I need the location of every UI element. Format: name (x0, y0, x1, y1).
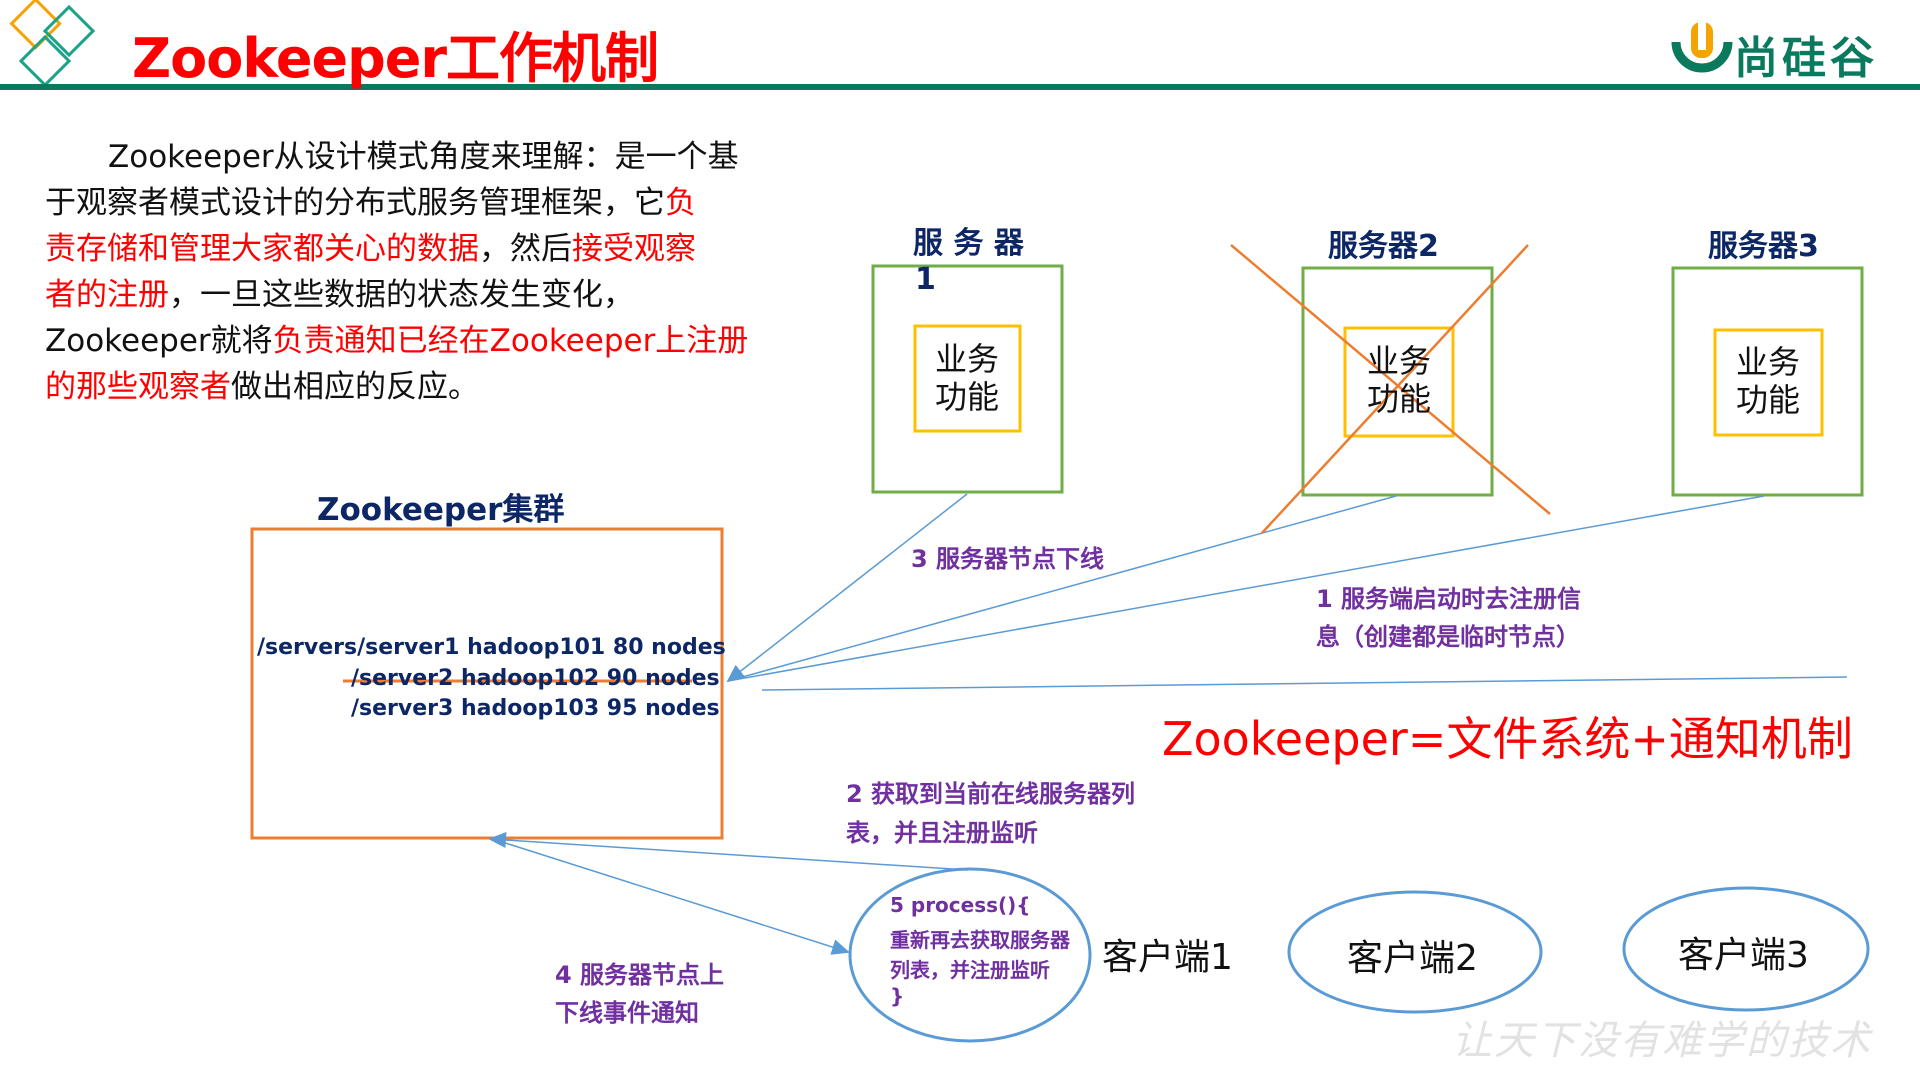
intro-text: ，然后 (479, 231, 572, 267)
intro-line-5: Zookeeper就将负责通知已经在Zookeeper上注册 (45, 315, 748, 360)
server1-function-box (913, 324, 1022, 433)
server3-function-box (1713, 328, 1824, 437)
intro-text: 做出相应的反应。 (231, 369, 479, 405)
function-text: 业务 (1366, 342, 1431, 380)
intro-highlight: 者的注册 (45, 277, 169, 313)
brand-logo-icon (1671, 22, 1733, 73)
intro-text: Zookeeper从设计模式角度来理解：是一个基 (108, 139, 739, 175)
intro-line-2: 于观察者模式设计的分布式服务管理框架，它负 (45, 177, 696, 222)
intro-highlight: 责存储和管理大家都关心的数据 (45, 231, 479, 267)
intro-highlight: 的那些观察者 (45, 369, 231, 405)
client3-ellipse (1622, 886, 1870, 1012)
step-2-label-line2: 表，并且注册监听 (846, 819, 1038, 847)
server3-label: 服务器3 (1708, 229, 1819, 264)
intro-text: ，一旦这些数据的状态发生变化， (169, 277, 634, 313)
watermark: 让天下没有难学的技术 (1452, 1018, 1872, 1064)
function-text: 业务 (934, 340, 999, 378)
step-1-label-line1: 1 服务端启动时去注册信 (1316, 585, 1582, 613)
step-3-label: 3 服务器节点下线 (911, 545, 1105, 573)
server1-function: 业务功能 (912, 340, 1022, 416)
step-4-label-line1: 4 服务器节点上 (555, 961, 725, 989)
server1-box (871, 264, 1064, 494)
server2-function: 业务功能 (1344, 342, 1454, 418)
step-5-line2: 重新再去获取服务器 (890, 928, 1070, 952)
intro-highlight: 接受观察 (572, 231, 696, 267)
function-text: 功能 (934, 378, 999, 416)
intro-highlight: 负责通知已经在Zookeeper上注册 (272, 323, 749, 359)
intro-line-3: 责存储和管理大家都关心的数据，然后接受观察 (45, 223, 696, 268)
intro-line-4: 者的注册，一旦这些数据的状态发生变化， (45, 269, 634, 314)
intro-line-6: 的那些观察者做出相应的反应。 (45, 361, 479, 406)
intro-text: Zookeeper就将 (45, 323, 273, 359)
intro-highlight: 负 (665, 185, 696, 221)
cluster-node: /servers/server1 hadoop101 80 nodes (257, 635, 726, 660)
cluster-node-removed: /server2 hadoop102 90 nodes (351, 666, 720, 691)
client1-ellipse (848, 867, 1092, 1043)
server2-label: 服务器2 (1328, 229, 1439, 264)
server2-box (1301, 266, 1494, 497)
server1-label-number: 1 (915, 262, 936, 297)
function-text: 业务 (1735, 343, 1800, 381)
client1-label: 客户端1 (1102, 937, 1233, 978)
intro-text: 于观察者模式设计的分布式服务管理框架，它 (45, 185, 665, 221)
server3-function: 业务功能 (1713, 343, 1823, 419)
header-rule (0, 84, 1920, 90)
step-5-line1: 5 process(){ (890, 893, 1031, 917)
cluster-box (250, 527, 724, 840)
formula: Zookeeper=文件系统+通知机制 (1162, 712, 1853, 766)
function-text: 功能 (1366, 380, 1431, 418)
cluster-label: Zookeeper集群 (317, 492, 565, 528)
step-5-line4: } (890, 984, 905, 1008)
client2-label: 客户端2 (1347, 938, 1478, 979)
client2-ellipse (1287, 890, 1543, 1014)
brand-name: 尚硅谷 (1734, 33, 1878, 84)
logo-diamonds-icon (9, 0, 96, 88)
page-title: Zookeeper工作机制 (132, 27, 659, 90)
step-1-label-line2: 息（创建都是临时节点） (1316, 623, 1580, 651)
step-2-label-line1: 2 获取到当前在线服务器列 (846, 780, 1136, 808)
server2-function-box (1343, 326, 1455, 438)
server1-label: 服 务 器 (913, 226, 1024, 261)
step-5-line3: 列表，并注册监听 (890, 958, 1050, 982)
cluster-node: /server3 hadoop103 95 nodes (351, 696, 720, 721)
intro-line-1: Zookeeper从设计模式角度来理解：是一个基 (108, 131, 739, 176)
step-4-label-line2: 下线事件通知 (555, 999, 699, 1027)
server3-box (1671, 266, 1864, 497)
client3-label: 客户端3 (1678, 935, 1809, 976)
function-text: 功能 (1735, 381, 1800, 419)
offline-cross (1230, 244, 1551, 515)
